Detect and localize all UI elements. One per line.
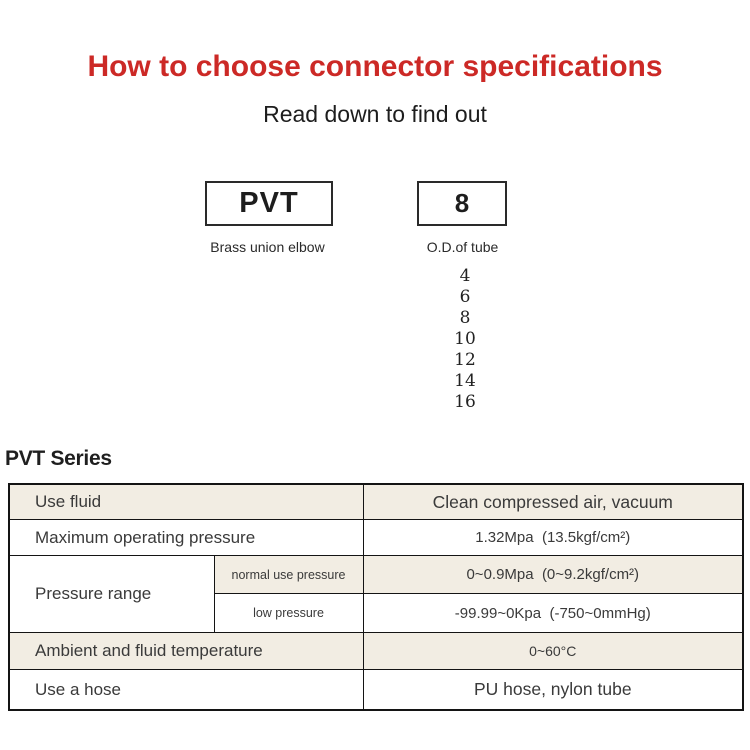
row-value-temperature: 0~60°C: [362, 632, 744, 670]
row-sublabel-normal-pressure: normal use pressure: [213, 555, 364, 594]
size-box-caption: O.D.of tube: [426, 239, 499, 255]
row-value-hose: PU hose, nylon tube: [362, 669, 744, 711]
model-code-box: PVT: [205, 181, 333, 226]
row-value-use-fluid: Clean compressed air, vacuum: [362, 483, 744, 520]
tube-size-option: 12: [454, 350, 476, 370]
tube-size-option: 4: [459, 266, 471, 286]
table-row-pressure-low: low pressure -99.99~0Kpa (-750~0mmHg): [9, 593, 744, 633]
tube-size-option: 8: [459, 308, 471, 328]
tube-size-option: 6: [459, 287, 471, 307]
tube-size-options-list: 4 6 8 10 12 14 16: [390, 266, 540, 413]
series-heading: PVT Series: [5, 447, 112, 470]
page-subtitle: Read down to find out: [263, 101, 487, 127]
row-sublabel-low-pressure: low pressure: [213, 593, 364, 633]
table-row-max-pressure: Maximum operating pressure 1.32Mpa (13.5…: [8, 519, 744, 556]
page-title: How to choose connector specifications: [87, 50, 663, 83]
row-value-low-pressure: -99.99~0Kpa (-750~0mmHg): [362, 593, 744, 633]
table-row-use-fluid: Use fluid Clean compressed air, vacuum: [8, 483, 744, 520]
table-row-temperature: Ambient and fluid temperature 0~60°C: [8, 632, 744, 670]
row-value-max-pressure: 1.32Mpa (13.5kgf/cm²): [362, 519, 744, 556]
table-row-pressure-normal: Pressure range normal use pressure 0~0.9…: [8, 555, 744, 633]
table-row-hose: Use a hose PU hose, nylon tube: [8, 669, 744, 711]
tube-size-option: 10: [454, 329, 476, 349]
row-label-hose: Use a hose: [8, 669, 364, 711]
row-label-temperature: Ambient and fluid temperature: [8, 632, 364, 670]
tube-size-option: 14: [454, 371, 476, 391]
tube-size-option: 16: [454, 392, 476, 412]
spec-table: Use fluid Clean compressed air, vacuum M…: [8, 483, 745, 711]
row-label-pressure-range: Pressure range: [8, 555, 215, 633]
tube-size-box: 8: [417, 181, 507, 226]
row-value-normal-pressure: 0~0.9Mpa (0~9.2kgf/cm²): [362, 555, 744, 594]
model-box-caption: Brass union elbow: [210, 239, 325, 255]
row-label-max-pressure: Maximum operating pressure: [8, 519, 364, 556]
row-label-use-fluid: Use fluid: [8, 483, 364, 520]
